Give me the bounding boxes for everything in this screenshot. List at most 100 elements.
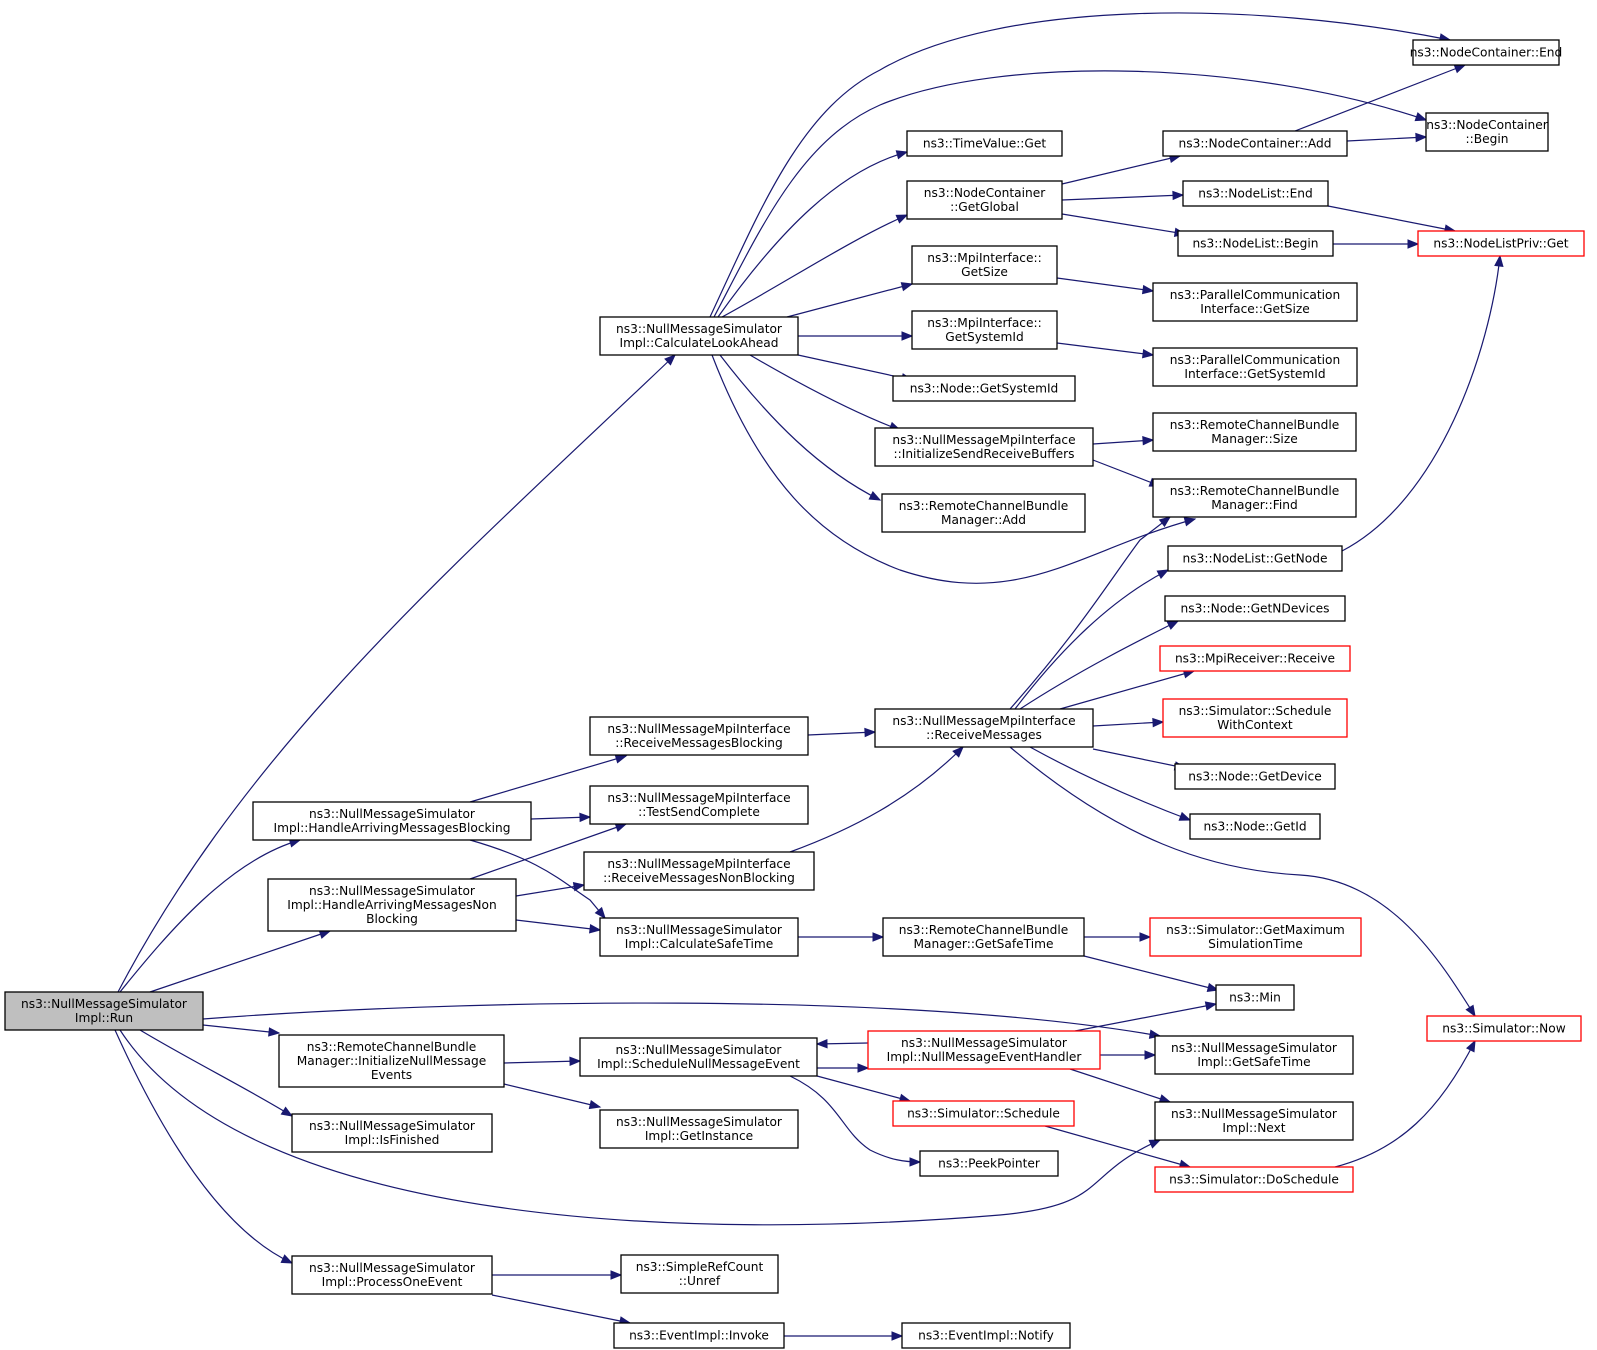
node-box[interactable] <box>1174 763 1336 790</box>
node-box[interactable] <box>919 1150 1059 1177</box>
node-box[interactable] <box>1152 478 1357 518</box>
node-box[interactable] <box>1425 112 1549 152</box>
node-box[interactable] <box>874 708 1094 748</box>
node-box[interactable] <box>892 375 1076 402</box>
node-sim_now[interactable]: ns3::Simulator::Now <box>1426 1015 1582 1042</box>
node-box[interactable] <box>589 716 809 756</box>
node-invoke[interactable]: ns3::EventImpl::Invoke <box>613 1322 785 1349</box>
node-schednull[interactable]: ns3::NullMessageSimulatorImpl::ScheduleN… <box>579 1037 818 1077</box>
node-rmb[interactable]: ns3::NullMessageMpiInterface::ReceiveMes… <box>589 716 809 756</box>
node-sim_schedule[interactable]: ns3::Simulator::Schedule <box>892 1100 1075 1127</box>
node-box[interactable] <box>1164 595 1346 622</box>
node-box[interactable] <box>579 1037 818 1077</box>
node-box[interactable] <box>267 878 517 932</box>
node-box[interactable] <box>599 316 799 356</box>
node-node_getid[interactable]: ns3::Node::GetId <box>1189 813 1321 840</box>
node-box[interactable] <box>1177 230 1334 257</box>
node-box[interactable] <box>589 785 809 825</box>
node-pci_getsize[interactable]: ns3::ParallelCommunicationInterface::Get… <box>1152 282 1358 322</box>
node-box[interactable] <box>1167 545 1343 572</box>
node-box[interactable] <box>911 310 1058 350</box>
node-box[interactable] <box>1426 1015 1582 1042</box>
node-box[interactable] <box>1417 230 1585 257</box>
node-box[interactable] <box>1412 39 1560 66</box>
node-nl_begin[interactable]: ns3::NodeList::Begin <box>1177 230 1334 257</box>
node-nmmi_init[interactable]: ns3::NullMessageMpiInterface::Initialize… <box>874 427 1094 467</box>
node-mpi_getsysid[interactable]: ns3::MpiInterface::GetSystemId <box>911 310 1058 350</box>
node-getinstance[interactable]: ns3::NullMessageSimulatorImpl::GetInstan… <box>599 1109 799 1149</box>
node-doschedule[interactable]: ns3::Simulator::DoSchedule <box>1154 1166 1354 1193</box>
node-box[interactable] <box>1182 180 1329 207</box>
node-box[interactable] <box>1154 1101 1354 1141</box>
node-mpi_getsize[interactable]: ns3::MpiInterface::GetSize <box>911 245 1058 285</box>
node-node_getdev[interactable]: ns3::Node::GetDevice <box>1174 763 1336 790</box>
node-node_getndev[interactable]: ns3::Node::GetNDevices <box>1164 595 1346 622</box>
node-box[interactable] <box>1159 645 1351 672</box>
node-box[interactable] <box>291 1113 493 1153</box>
node-rcbm_getsafe[interactable]: ns3::RemoteChannelBundleManager::GetSafe… <box>882 917 1085 957</box>
node-recvmsgs[interactable]: ns3::NullMessageMpiInterface::ReceiveMes… <box>874 708 1094 748</box>
node-box[interactable] <box>1215 984 1295 1011</box>
node-box[interactable] <box>867 1030 1101 1070</box>
node-getsafe[interactable]: ns3::NullMessageSimulatorImpl::GetSafeTi… <box>1154 1035 1354 1075</box>
node-box[interactable] <box>599 917 799 957</box>
node-box[interactable] <box>882 917 1085 957</box>
node-box[interactable] <box>1152 282 1358 322</box>
node-box[interactable] <box>881 493 1086 533</box>
node-tsc[interactable]: ns3::NullMessageMpiInterface::TestSendCo… <box>589 785 809 825</box>
node-nc_add[interactable]: ns3::NodeContainer::Add <box>1162 130 1348 157</box>
node-box[interactable] <box>901 1322 1071 1349</box>
node-box[interactable] <box>1154 1166 1354 1193</box>
node-notify[interactable]: ns3::EventImpl::Notify <box>901 1322 1071 1349</box>
node-box[interactable] <box>620 1254 779 1294</box>
node-processone[interactable]: ns3::NullMessageSimulatorImpl::ProcessOn… <box>291 1255 493 1295</box>
node-box[interactable] <box>911 245 1058 285</box>
node-box[interactable] <box>1154 1035 1354 1075</box>
node-nc_getglobal[interactable]: ns3::NodeContainer::GetGlobal <box>906 180 1063 220</box>
node-box[interactable] <box>599 1109 799 1149</box>
node-box[interactable] <box>583 851 815 891</box>
node-nl_end[interactable]: ns3::NodeList::End <box>1182 180 1329 207</box>
node-box[interactable] <box>1152 347 1358 387</box>
node-rmnb[interactable]: ns3::NullMessageMpiInterface::ReceiveMes… <box>583 851 815 891</box>
node-box[interactable] <box>1162 130 1348 157</box>
node-nlp_get[interactable]: ns3::NodeListPriv::Get <box>1417 230 1585 257</box>
node-box[interactable] <box>1152 412 1357 452</box>
node-box[interactable] <box>252 801 532 841</box>
node-min[interactable]: ns3::Min <box>1215 984 1295 1011</box>
node-nullhandler[interactable]: ns3::NullMessageSimulatorImpl::NullMessa… <box>867 1030 1101 1070</box>
node-harnb[interactable]: ns3::NullMessageSimulatorImpl::HandleArr… <box>267 878 517 932</box>
node-box[interactable] <box>906 130 1063 157</box>
node-pci_getsysid[interactable]: ns3::ParallelCommunicationInterface::Get… <box>1152 347 1358 387</box>
node-timevalue_get[interactable]: ns3::TimeValue::Get <box>906 130 1063 157</box>
node-box[interactable] <box>906 180 1063 220</box>
node-nl_getnode[interactable]: ns3::NodeList::GetNode <box>1167 545 1343 572</box>
node-box[interactable] <box>1189 813 1321 840</box>
node-peekpointer[interactable]: ns3::PeekPointer <box>919 1150 1059 1177</box>
node-mpirecv[interactable]: ns3::MpiReceiver::Receive <box>1159 645 1351 672</box>
node-isfinished[interactable]: ns3::NullMessageSimulatorImpl::IsFinishe… <box>291 1113 493 1153</box>
node-nc_begin[interactable]: ns3::NodeContainer::Begin <box>1425 112 1549 152</box>
node-box[interactable] <box>291 1255 493 1295</box>
node-box[interactable] <box>4 991 204 1031</box>
node-lookahead[interactable]: ns3::NullMessageSimulatorImpl::Calculate… <box>599 316 799 356</box>
node-rcbm_init[interactable]: ns3::RemoteChannelBundleManager::Initial… <box>278 1034 505 1088</box>
node-calcsafe[interactable]: ns3::NullMessageSimulatorImpl::Calculate… <box>599 917 799 957</box>
node-unref[interactable]: ns3::SimpleRefCount::Unref <box>620 1254 779 1294</box>
node-box[interactable] <box>874 427 1094 467</box>
node-box[interactable] <box>1149 917 1362 957</box>
node-box[interactable] <box>613 1322 785 1349</box>
node-node_getsysid[interactable]: ns3::Node::GetSystemId <box>892 375 1076 402</box>
node-harb[interactable]: ns3::NullMessageSimulatorImpl::HandleArr… <box>252 801 532 841</box>
node-nc_end[interactable]: ns3::NodeContainer::End <box>1410 39 1563 66</box>
node-box[interactable] <box>892 1100 1075 1127</box>
node-box[interactable] <box>278 1034 505 1088</box>
node-box[interactable] <box>1162 698 1348 738</box>
